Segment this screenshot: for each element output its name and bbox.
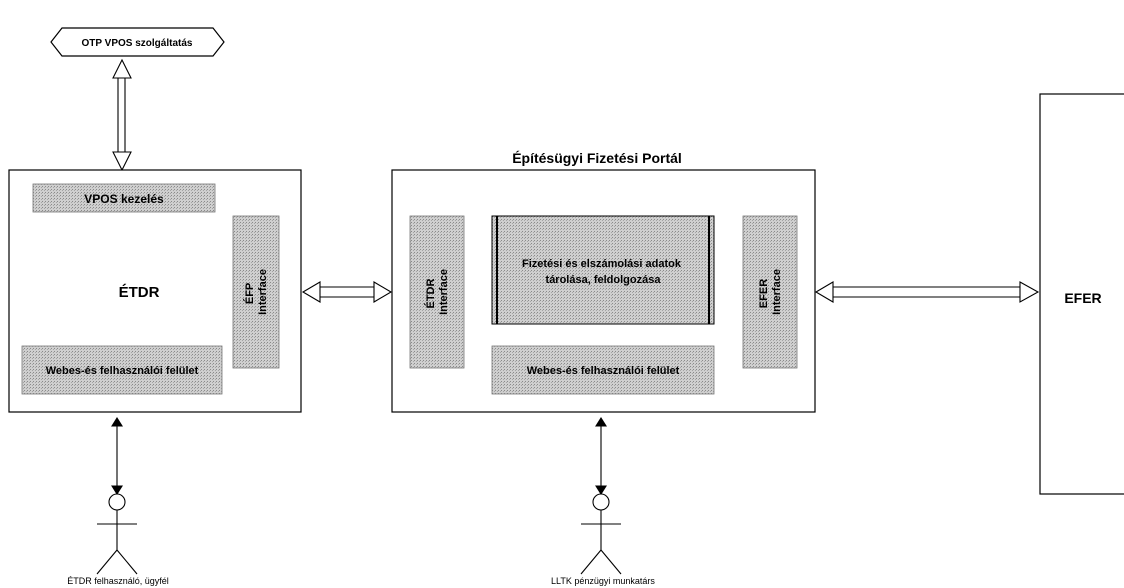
service-etdr-connector [112, 58, 132, 172]
etdr-interface-label: ÉTDR Interface [424, 269, 450, 315]
etdr-web-ui-module [21, 345, 223, 395]
etdr-efp-connector [301, 281, 393, 303]
etdr-interface-line2: Interface [438, 269, 450, 315]
processing-module [491, 215, 715, 325]
processing-line2: tárolása, feldolgozása [546, 274, 662, 286]
otp-vpos-label: OTP VPOS szolgáltatás [82, 38, 193, 49]
efer-system: EFER [1039, 93, 1124, 495]
vpos-module-label: VPOS kezelés [84, 192, 164, 206]
vpos-module [32, 183, 216, 213]
efp-efer-connector [814, 281, 1040, 303]
efp-interface-line1: ÉFP [243, 283, 256, 304]
efp-interface-line2: Interface [257, 269, 269, 315]
otp-vpos-service: OTP VPOS szolgáltatás [50, 27, 225, 57]
processing-line1: Fizetési és elszámolási adatok [522, 258, 682, 270]
efp-web-ui-label: Webes-és felhasználói felület [527, 365, 680, 377]
etdr-interface-line1: ÉTDR [424, 279, 437, 309]
lltk-user-actor [580, 416, 622, 575]
efp-interface-module [232, 215, 280, 369]
efp-interface-label: ÉFP Interface [243, 269, 269, 315]
lltk-user-caption: LLTK pénzügyi munkatárs [551, 576, 655, 586]
etdr-user-actor [96, 416, 138, 575]
etdr-web-ui-label: Webes-és felhasználói felület [46, 365, 199, 377]
etdr-user-caption: ÉTDR felhasználó, ügyfél [67, 576, 169, 586]
processing-label: Fizetési és elszámolási adatok tárolása,… [522, 258, 684, 286]
efer-interface-module [742, 215, 798, 369]
etdr-system: VPOS kezelés ÉTDR ÉFP Interface Webes-és… [8, 169, 302, 413]
efer-interface-line2: Interface [771, 269, 783, 315]
portal-title: Építésügyi Fizetési Portál [512, 150, 682, 166]
efp-web-ui-module [491, 345, 715, 395]
efer-interface-line1: EFER [758, 279, 770, 308]
efp-portal-system: ÉTDR Interface Fizetési és elszámolási a… [391, 169, 816, 413]
efer-interface-label: EFER Interface [758, 269, 783, 315]
etdr-title: ÉTDR [119, 284, 160, 301]
etdr-interface-module [409, 215, 465, 369]
efer-title: EFER [1064, 290, 1101, 306]
